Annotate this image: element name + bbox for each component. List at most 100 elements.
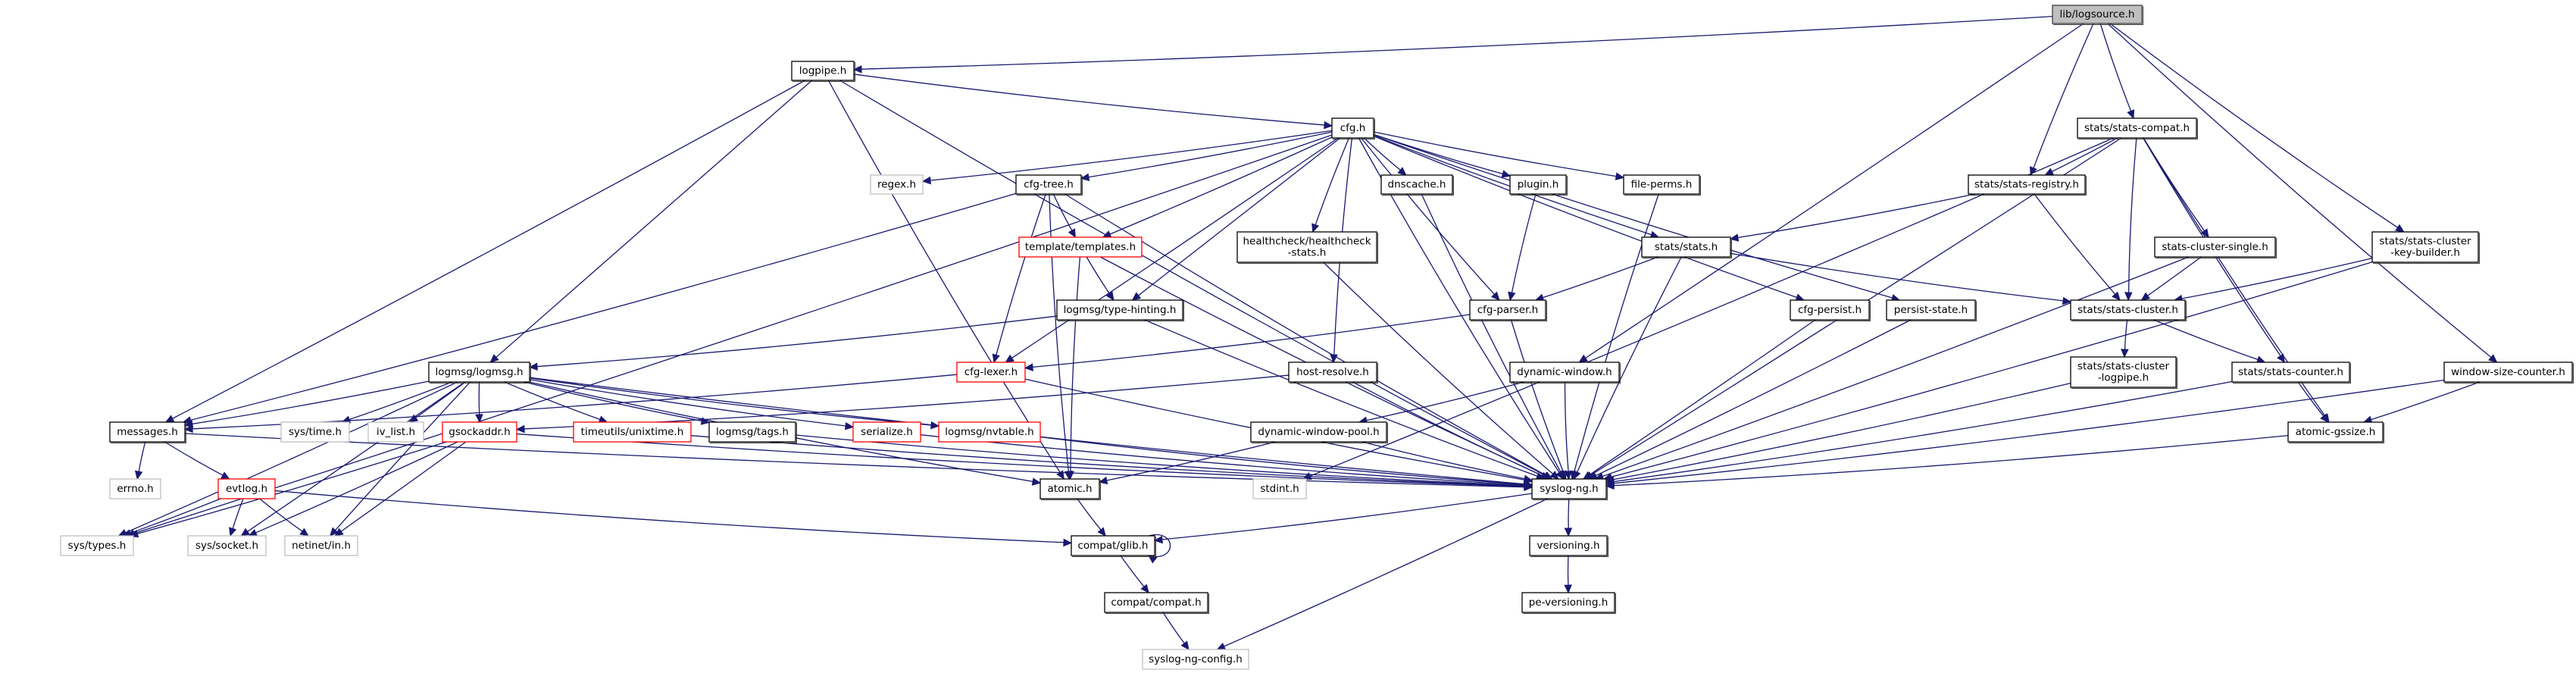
edge-cfg-tree-to-cfg-lexer-arrowhead — [992, 353, 1000, 364]
node-cfg-lexer[interactable]: cfg-lexer.h — [956, 362, 1026, 383]
node-stats-cluster[interactable]: stats/stats-cluster.h — [2070, 299, 2187, 321]
node-logsource[interactable]: lib/logsource.h — [2052, 5, 2143, 25]
edge-logmsg-to-netinet-in — [330, 381, 471, 537]
node-versioning[interactable]: versioning.h — [1529, 535, 1608, 557]
node-dynamic-window[interactable]: dynamic-window.h — [1509, 362, 1621, 383]
edge-nvtable-to-syslog-ng-line — [1039, 436, 1526, 485]
edge-stats-cluster-to-stats-cluster-logpipe-arrowhead — [2121, 349, 2129, 358]
node-shadow — [1333, 119, 1375, 139]
node-label: atomic.h — [1048, 483, 1093, 495]
node-pe-versioning[interactable]: pe-versioning.h — [1521, 592, 1616, 614]
node-evtlog[interactable]: evtlog.h — [217, 478, 276, 499]
node-templates[interactable]: template/templates.h — [1018, 236, 1143, 258]
node-label: pe-versioning.h — [1529, 596, 1608, 609]
node-stats-key-builder[interactable]: stats/stats-cluster-key-builder.h — [2371, 231, 2480, 264]
node-label: serialize.h — [861, 426, 913, 438]
node-box — [956, 362, 1026, 383]
edge-cfg-to-healthcheck — [1311, 137, 1350, 233]
edge-cfg-to-templates — [1102, 136, 1333, 238]
edge-stats-compat-to-stats-registry — [2044, 137, 2118, 176]
node-file-perms[interactable]: file-perms.h — [1623, 174, 1701, 196]
edge-logmsg-to-sys-time-line — [348, 381, 453, 421]
edge-logmsg-to-sys-types — [117, 381, 458, 537]
edge-logsource-to-stats-key-builder-arrowhead — [2395, 224, 2405, 233]
node-window-size-counter[interactable]: window-size-counter.h — [2443, 362, 2574, 383]
node-cfg-parser[interactable]: cfg-parser.h — [1469, 299, 1547, 321]
nodes-layer: lib/logsource.h logpipe.h cfg.h stats/stats… — [60, 5, 2574, 670]
node-box — [1968, 174, 2086, 195]
edge-stats-stats-to-stats-cluster — [1730, 252, 2072, 305]
node-stats-registry[interactable]: stats/stats-registry.h — [1968, 174, 2087, 196]
edge-logmsg-to-messages-arrowhead — [183, 420, 194, 428]
node-box — [1469, 299, 1546, 321]
node-tags[interactable]: logmsg/tags.h — [708, 421, 797, 443]
edge-cfg-to-cfg-tree — [1080, 131, 1333, 182]
node-box — [1142, 649, 1249, 670]
node-messages[interactable]: messages.h — [109, 421, 186, 443]
node-cfg[interactable]: cfg.h — [1331, 117, 1375, 139]
node-dnscache[interactable]: dnscache.h — [1380, 174, 1454, 196]
node-shadow — [1290, 363, 1378, 383]
edge-stats-registry-to-stats-stats-arrowhead — [1729, 233, 1740, 242]
edge-stats-stats-to-syslog-ng — [1573, 256, 1682, 480]
node-nvtable[interactable]: logmsg/nvtable.h — [938, 421, 1041, 443]
node-stats-compat[interactable]: stats/stats-compat.h — [2077, 117, 2198, 139]
node-logmsg[interactable]: logmsg/logmsg.h — [428, 362, 531, 383]
node-logpipe[interactable]: logpipe.h — [791, 61, 855, 82]
node-cfg-persist[interactable]: cfg-persist.h — [1790, 299, 1871, 321]
node-compat-compat[interactable]: compat/compat.h — [1104, 592, 1209, 614]
node-atomic[interactable]: atomic.h — [1039, 478, 1101, 500]
edge-cfg-tree-to-cfg-lexer — [992, 193, 1046, 364]
node-stats-cluster-logpipe[interactable]: stats/stats-cluster-logpipe.h — [2070, 356, 2177, 389]
node-box — [217, 478, 276, 499]
node-dynamic-window-pool[interactable]: dynamic-window-pool.h — [1250, 421, 1388, 443]
node-gsockaddr[interactable]: gsockaddr.h — [442, 421, 517, 443]
node-box — [1252, 478, 1307, 499]
node-sys-time: sys/time.h — [280, 421, 350, 443]
node-box — [1331, 117, 1374, 139]
node-label: host-resolve.h — [1296, 366, 1369, 378]
edge-syslog-ng-to-syslog-ng-config-line — [1223, 498, 1548, 647]
edge-stats-cluster-logpipe-to-syslog-ng-line — [1612, 382, 2071, 480]
node-atomic-gssize[interactable]: atomic-gssize.h — [2287, 421, 2384, 443]
node-shadow — [2233, 363, 2351, 383]
node-box — [442, 421, 517, 443]
edge-cfg-tree-to-messages — [182, 193, 1017, 424]
node-compat-glib[interactable]: compat/glib.h — [1071, 535, 1156, 557]
edge-cfg-to-cfg-persist-line — [1373, 135, 1798, 299]
edge-logmsg-to-netinet-in-line — [334, 381, 471, 531]
edge-dnscache-to-syslog-ng-line — [1421, 193, 1562, 474]
node-unixtime[interactable]: timeutils/unixtime.h — [573, 421, 692, 443]
node-label: -key-builder.h — [2390, 247, 2460, 259]
node-syslog-ng[interactable]: syslog-ng.h — [1531, 478, 1608, 500]
node-stats-cluster-single[interactable]: stats-cluster-single.h — [2154, 236, 2277, 258]
node-cfg-tree[interactable]: cfg-tree.h — [1015, 174, 1083, 196]
edge-logmsg-to-serialize — [529, 379, 855, 430]
edge-logpipe-to-logmsg-arrowhead — [489, 354, 499, 363]
edge-stats-key-builder-to-syslog-ng-line — [1610, 261, 2373, 478]
edge-stats-stats-to-stats-cluster-arrowhead — [2062, 296, 2072, 305]
node-box — [428, 362, 530, 383]
node-stats-stats[interactable]: stats/stats.h — [1641, 236, 1732, 258]
node-shadow — [1624, 176, 1701, 196]
edge-stats-compat-to-stats-registry-line — [2051, 137, 2118, 173]
edge-evtlog-to-sys-socket-arrowhead — [229, 527, 237, 537]
edge-logpipe-to-atomic — [827, 80, 1064, 480]
node-healthcheck[interactable]: healthcheck/healthcheck-stats.h — [1236, 231, 1378, 264]
node-persist-state[interactable]: persist-state.h — [1886, 299, 1977, 321]
node-stats-counter[interactable]: stats/stats-counter.h — [2231, 362, 2351, 383]
edge-logmsg-to-iv-list-line — [414, 381, 466, 419]
edge-cfg-to-file-perms — [1373, 131, 1625, 180]
edge-messages-to-errno — [134, 441, 146, 480]
node-host-resolve[interactable]: host-resolve.h — [1288, 362, 1378, 383]
node-plugin[interactable]: plugin.h — [1509, 174, 1568, 196]
node-serialize[interactable]: serialize.h — [852, 421, 921, 443]
edge-syslog-ng-to-syslog-ng-config-arrowhead — [1216, 642, 1227, 650]
edge-logmsg-to-atomic-arrowhead — [1031, 477, 1042, 486]
edge-cfg-persist-to-syslog-ng-line — [1589, 319, 1816, 476]
edge-healthcheck-to-syslog-ng-arrowhead — [1549, 471, 1559, 480]
node-label: -logpipe.h — [2098, 372, 2149, 384]
node-type-hinting[interactable]: logmsg/type-hinting.h — [1056, 299, 1184, 321]
edge-cfg-parser-to-syslog-ng-line — [1510, 319, 1565, 473]
